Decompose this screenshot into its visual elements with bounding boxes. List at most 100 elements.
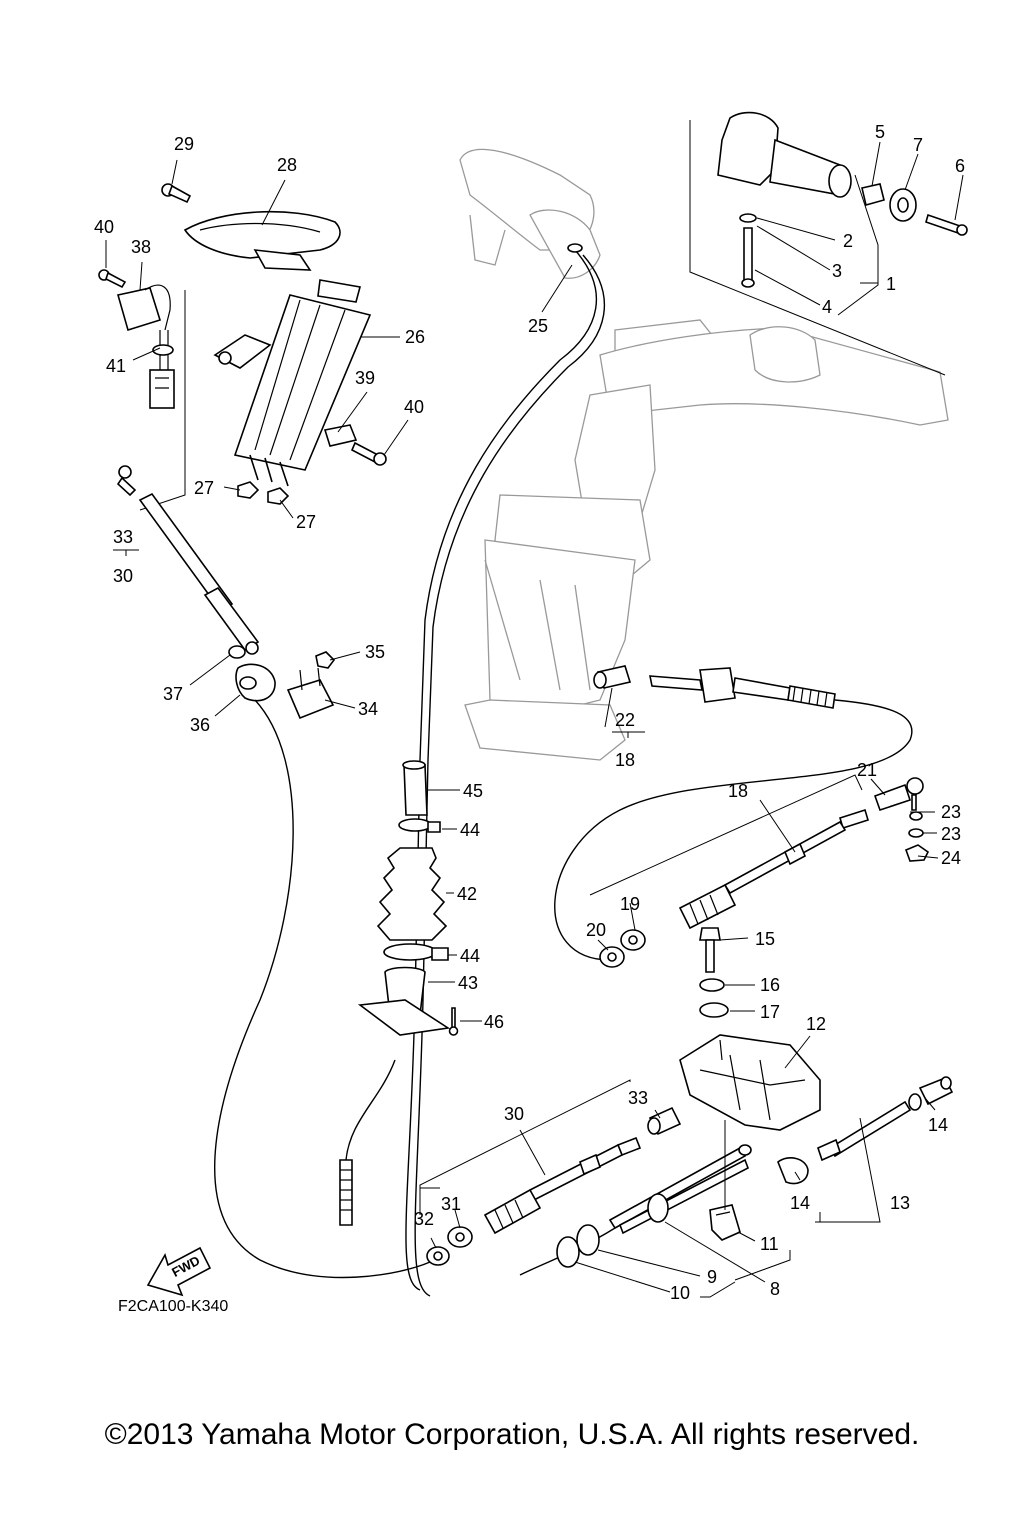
callout-40: 40	[94, 217, 114, 237]
part-21-ball-joint	[873, 777, 924, 812]
callout-7: 7	[913, 135, 923, 155]
part-14-end-right	[918, 1076, 954, 1106]
part-26-bracket	[213, 279, 372, 487]
callout-11: 11	[760, 1234, 779, 1254]
cable-end-threaded-bottom	[339, 1059, 396, 1226]
part-24-nut	[904, 844, 930, 862]
callout-42: 42	[457, 884, 477, 904]
callout-30: 30	[504, 1104, 524, 1124]
part-41-connector	[149, 330, 175, 409]
callout-44: 44	[460, 820, 480, 840]
callout-40: 40	[404, 397, 424, 417]
part-42-boot	[376, 847, 448, 941]
callout-39: 39	[355, 368, 375, 388]
callout-14: 14	[790, 1193, 810, 1213]
part-18-cable-mid	[678, 808, 869, 930]
callout-36: 36	[190, 715, 210, 735]
callout-27: 27	[296, 512, 316, 532]
fwd-arrow-icon: FWD	[146, 1246, 212, 1297]
callout-14: 14	[928, 1115, 948, 1135]
callout-28: 28	[277, 155, 297, 175]
callout-18: 18	[728, 781, 748, 801]
part-38-clip	[116, 284, 171, 332]
part-35-nut	[315, 651, 336, 669]
callout-33: 33	[628, 1088, 648, 1108]
part-18-cable-upper	[554, 667, 913, 961]
callout-30: 30	[113, 566, 133, 586]
part-11-clip	[709, 1204, 741, 1241]
callout-22: 22	[615, 710, 635, 730]
callout-41: 41	[106, 356, 126, 376]
part-23-washers	[908, 811, 924, 838]
part-32-nut	[426, 1246, 450, 1266]
copyright-notice: ©2013 Yamaha Motor Corporation, U.S.A. A…	[104, 1418, 920, 1451]
part-16-washer	[699, 978, 725, 992]
callout-20: 20	[586, 920, 606, 940]
callout-10: 10	[670, 1283, 690, 1303]
callout-33: 33	[113, 527, 133, 547]
part-17-washer	[699, 1002, 729, 1018]
callout-23: 23	[941, 824, 961, 844]
part-43-guide	[357, 966, 451, 1036]
callout-18: 18	[615, 750, 635, 770]
part-3-4-bolt	[741, 227, 755, 288]
part-29-screw	[161, 183, 192, 204]
part-2-washer	[739, 213, 757, 223]
callout-34: 34	[358, 699, 378, 719]
callout-15: 15	[755, 929, 775, 949]
callout-21: 21	[857, 760, 877, 780]
part-14-end-left	[777, 1157, 809, 1185]
callout-24: 24	[941, 848, 961, 868]
part-7-end-cap	[889, 188, 917, 222]
callout-32: 32	[414, 1209, 434, 1229]
part-25-cable-main	[405, 243, 605, 1297]
callout-27: 27	[194, 478, 214, 498]
callout-46: 46	[484, 1012, 504, 1032]
part-31-washer	[447, 1226, 473, 1248]
callout-31: 31	[441, 1194, 461, 1214]
callout-23: 23	[941, 802, 961, 822]
callout-35: 35	[365, 642, 385, 662]
callout-12: 12	[806, 1014, 826, 1034]
part-37-clip	[228, 645, 246, 659]
part-40-bolt-b	[350, 441, 387, 466]
part-27-nuts	[237, 481, 290, 505]
part-22-cable-end	[593, 665, 632, 689]
part-9-grommet	[576, 1224, 600, 1256]
part-44-clamp-upper	[398, 818, 441, 833]
part-19-washer	[620, 929, 646, 951]
part-46-rivet	[448, 1007, 459, 1036]
part-1-grip-assembly	[717, 111, 852, 198]
callout-4: 4	[822, 297, 832, 317]
callout-37: 37	[163, 684, 183, 704]
part-30-cable-upper	[116, 465, 260, 655]
callout-44: 44	[460, 946, 480, 966]
callout-labels: 29 28 40 38 41 26 39 40 27 27 33 30 35 3…	[94, 122, 965, 1303]
part-12-mount	[679, 1034, 821, 1131]
callout-8: 8	[770, 1279, 780, 1299]
part-30-cable-lower	[483, 1136, 642, 1235]
callout-29: 29	[174, 134, 194, 154]
part-45-tube	[402, 760, 428, 816]
diagram-code: F2CA100-K340	[118, 1298, 228, 1315]
part-13-cable	[817, 1093, 922, 1162]
leader-lines	[105, 141, 964, 1298]
callout-43: 43	[458, 973, 478, 993]
callout-13: 13	[890, 1193, 910, 1213]
part-44-clamp-lower	[383, 943, 449, 961]
callout-5: 5	[875, 122, 885, 142]
callout-6: 6	[955, 156, 965, 176]
part-36-holder	[235, 663, 276, 702]
callout-3: 3	[832, 261, 842, 281]
part-8-cable	[519, 1144, 752, 1276]
callout-19: 19	[620, 894, 640, 914]
callout-45: 45	[463, 781, 483, 801]
callout-38: 38	[131, 237, 151, 257]
part-20-nut	[599, 946, 625, 968]
part-28-cover	[183, 210, 341, 271]
callout-1: 1	[886, 274, 896, 294]
callout-17: 17	[760, 1002, 780, 1022]
part-15-bolt	[699, 927, 721, 973]
